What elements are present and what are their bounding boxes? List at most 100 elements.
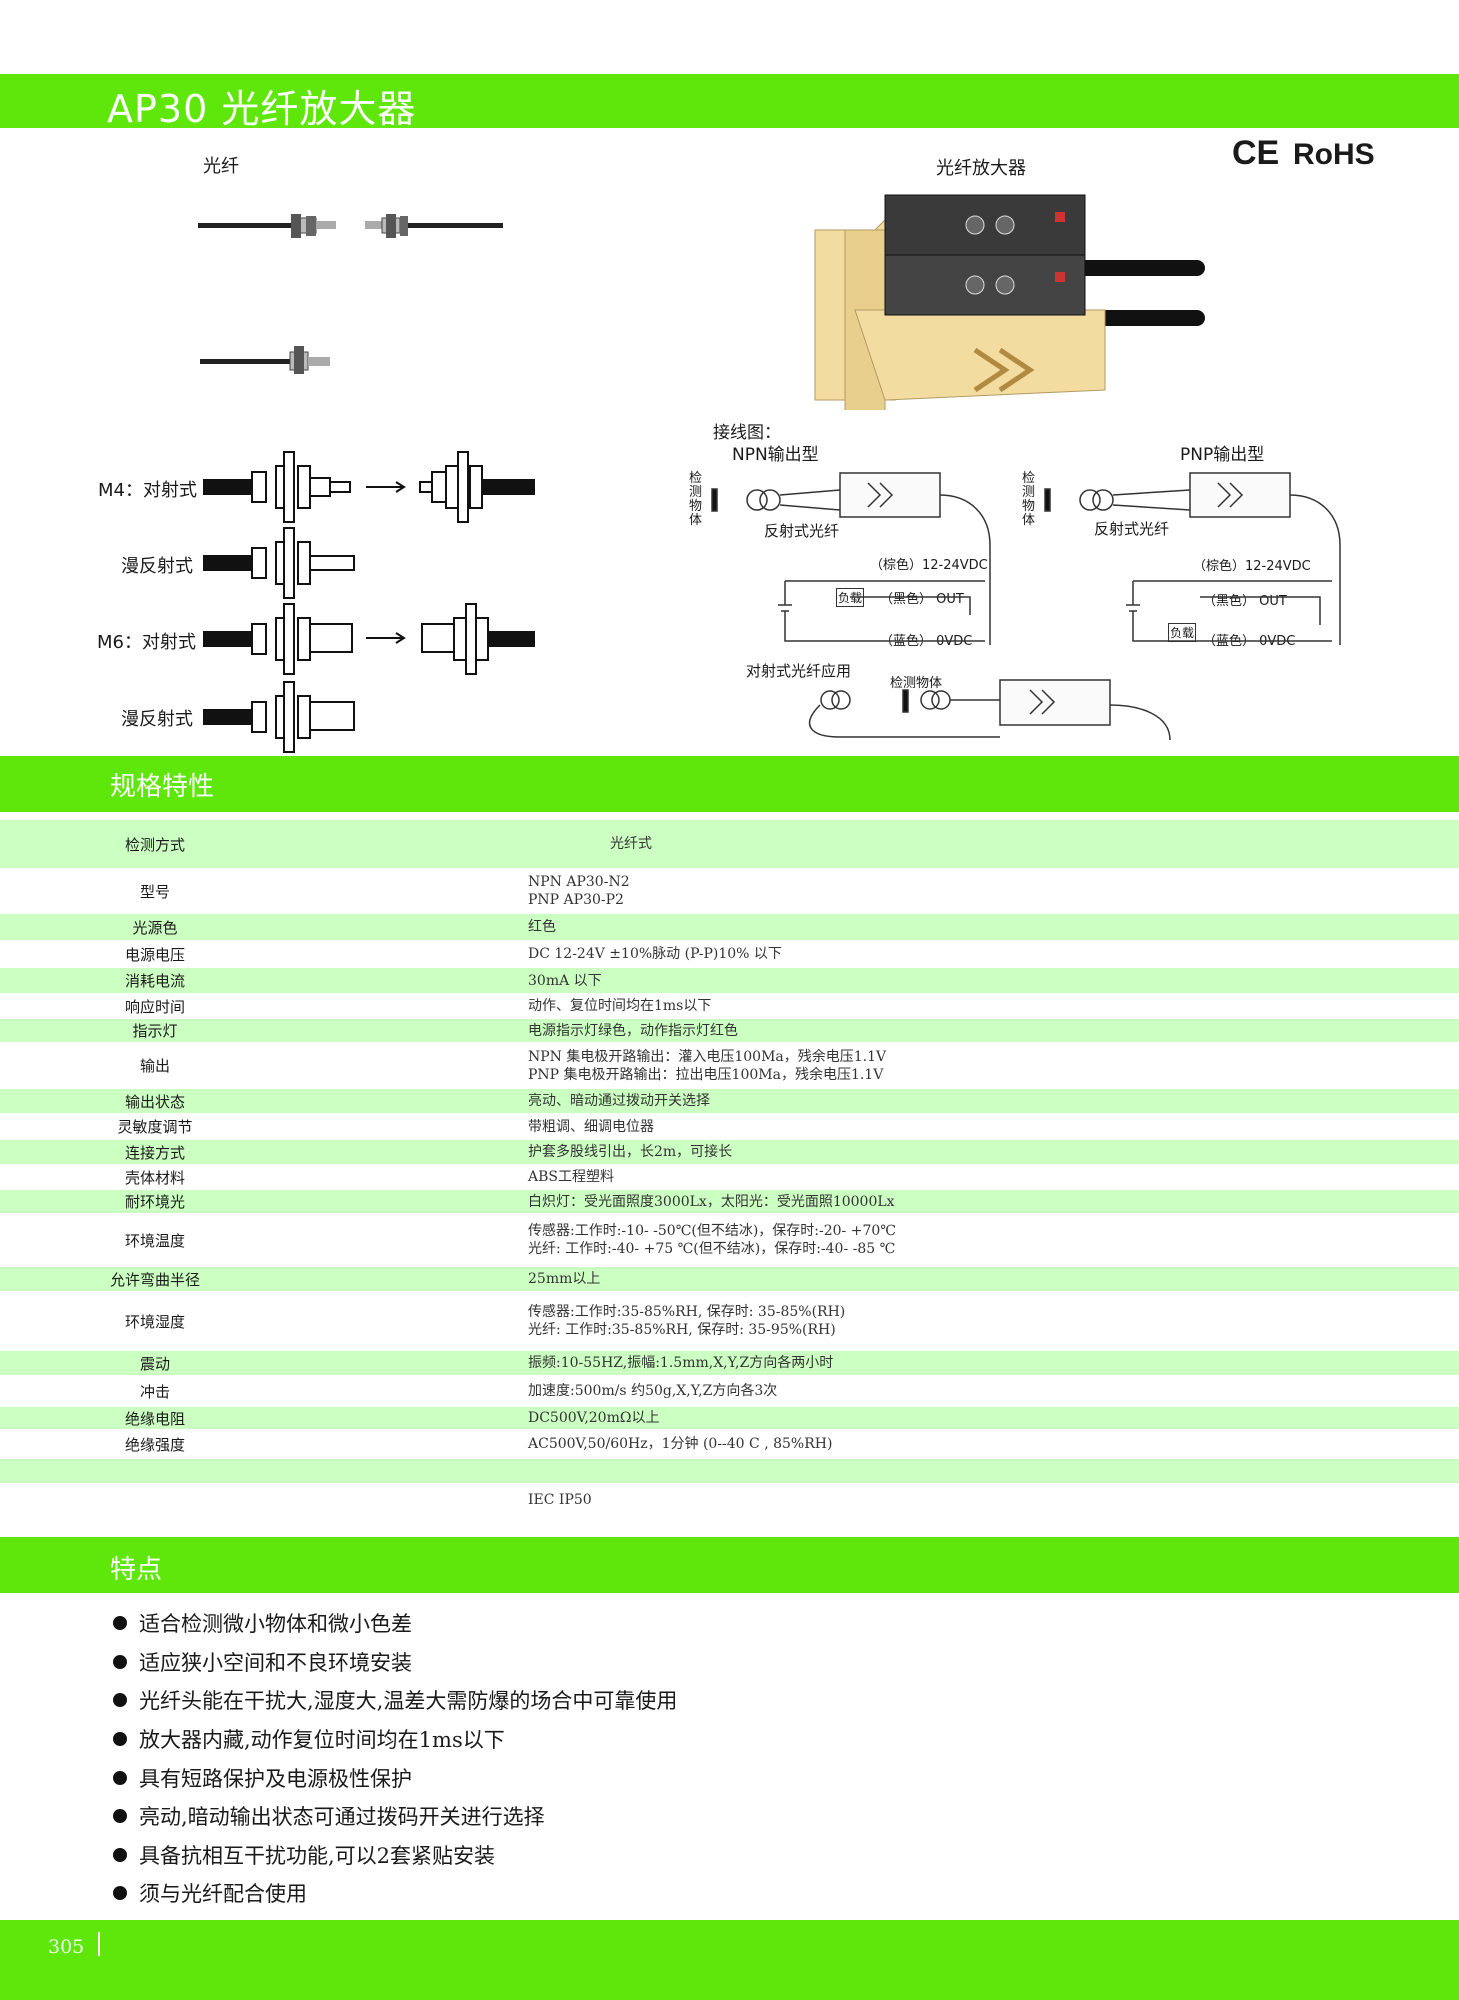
spec-row: 环境湿度 传感器:工作时:35-85%RH, 保存时: 35-85%(RH)光纤:… (0, 1291, 1459, 1351)
amplifier-illustration (814, 194, 1205, 410)
wiring-diagram (711, 472, 1341, 741)
spec-key: 指示灯 (0, 1019, 310, 1042)
bullet-icon (113, 1654, 127, 1669)
feature-text: 具有短路保护及电源极性保护 (139, 1766, 412, 1791)
spec-key-text: 输出 (139, 1057, 170, 1075)
spec-row: 耐环境光白炽灯：受光面照度3000Lx，太阳光：受光面照10000Lx (0, 1190, 1459, 1213)
spec-value-line: 传感器:工作时:35-85%RH, 保存时: 35-85%(RH) (528, 1304, 846, 1320)
spec-key: 输出 (0, 1042, 310, 1089)
spec-key-text: 壳体材料 (124, 1168, 185, 1187)
spec-value: 白炽灯：受光面照度3000Lx，太阳光：受光面照10000Lx (310, 1190, 1459, 1213)
spec-value-line: NPN 集电极开路输出：灌入电压100Ma，残余电压1.1V (528, 1048, 887, 1065)
spec-row: 连接方式 护套多股线引出，长2m，可接长 (0, 1140, 1459, 1164)
pnp-brown-wire: （棕色）12-24VDC (1193, 559, 1311, 574)
fiber-type-m4-through: M4：对射式 (98, 480, 197, 501)
spec-value: 25mm以上 (310, 1267, 1459, 1291)
spec-key-text: 绝缘强度 (124, 1435, 185, 1454)
fiber-types-illustration (203, 451, 535, 753)
spec-key-text: 冲击 (139, 1382, 170, 1401)
spec-value: 光纤式 (310, 820, 1459, 868)
spec-key: 连接方式 (0, 1140, 310, 1164)
spec-value: 红色 (310, 914, 1459, 940)
feature-text: 适合检测微小物体和微小色差 (139, 1612, 412, 1637)
title-band: AP30 光纤放大器 (0, 74, 1459, 131)
feature-item: 具有短路保护及电源极性保护 (113, 1758, 677, 1797)
spec-key: 绝缘强度 (0, 1429, 310, 1459)
spec-key-text: 电源电压 (124, 945, 185, 964)
spec-key: 输出状态 (0, 1089, 310, 1113)
spec-key: 绝缘电阻 (0, 1407, 310, 1429)
spec-key-text: 指示灯 (132, 1022, 178, 1040)
footer-band: 305 (0, 1920, 1459, 2000)
spec-row: 光源色红色 (0, 914, 1459, 940)
spec-row: 输出状态 亮动、暗动通过拨动开关选择 (0, 1089, 1459, 1113)
spec-row: 震动振频:10-55HZ,振幅:1.5mm,X,Y,Z方向各两小时 (0, 1351, 1459, 1375)
spec-key-text: 允许弯曲半径 (109, 1270, 200, 1289)
spec-value-line: 振频:10-55HZ,振幅:1.5mm,X,Y,Z方向各两小时 (528, 1355, 834, 1371)
spec-value: 30mA 以下 (310, 968, 1459, 993)
spec-row (0, 1459, 1459, 1483)
spec-value: 传感器:工作时:35-85%RH, 保存时: 35-85%(RH)光纤: 工作时… (310, 1291, 1459, 1351)
spec-value: 电源指示灯绿色，动作指示灯红色 (310, 1019, 1459, 1042)
spec-value-line: 光纤: 工作时:-40- +75 ℃(但不结冰)，保存时:-40- -85 ℃ (528, 1241, 896, 1257)
spec-row: 响应时间 动作、复位时间均在1ms以下 (0, 993, 1459, 1019)
feature-text: 放大器内藏,动作复位时间均在1ms以下 (139, 1728, 505, 1753)
spec-value-line: 加速度:500m/s 约50g,X,Y,Z方向各3次 (528, 1383, 778, 1399)
spec-value: 护套多股线引出，长2m，可接长 (310, 1140, 1459, 1164)
bullet-icon (113, 1616, 127, 1631)
spec-value-line: 白炽灯：受光面照度3000Lx，太阳光：受光面照10000Lx (528, 1193, 895, 1210)
spec-value: AC500V,50/60Hz，1分钟 (0--40 C , 85%RH) (310, 1429, 1459, 1459)
spec-value-line: IEC IP50 (528, 1492, 592, 1508)
feature-item: 亮动,暗动输出状态可通过拨码开关进行选择 (113, 1797, 677, 1836)
spec-key-text: 环境温度 (124, 1231, 185, 1250)
amplifier-label: 光纤放大器 (936, 158, 1026, 179)
feature-list: 适合检测微小物体和微小色差适应狭小空间和不良环境安装光纤头能在干扰大,湿度大,温… (113, 1604, 677, 1913)
spec-value: 动作、复位时间均在1ms以下 (310, 993, 1459, 1019)
spec-key: 允许弯曲半径 (0, 1267, 310, 1291)
spec-key (0, 1459, 310, 1483)
feature-text: 须与光纤配合使用 (139, 1882, 307, 1907)
spec-value-line: 带粗调、细调电位器 (528, 1118, 654, 1135)
spec-key: 壳体材料 (0, 1164, 310, 1190)
feature-item: 适合检测微小物体和微小色差 (113, 1604, 677, 1643)
feature-text: 适应狭小空间和不良环境安装 (139, 1650, 412, 1675)
spec-key-text: 灵敏度调节 (117, 1118, 193, 1136)
feature-section-title: 特点 (110, 1555, 163, 1585)
footer-divider (98, 1932, 100, 1956)
npn-title: NPN输出型 (732, 445, 819, 465)
feature-item: 光纤头能在干扰大,湿度大,温差大需防爆的场合中可靠使用 (113, 1681, 677, 1720)
feature-section-band: 特点 (0, 1537, 1459, 1593)
spec-value-line: 亮动、暗动通过拨动开关选择 (528, 1093, 710, 1109)
spec-key (0, 1483, 310, 1517)
npn-brown-wire: （棕色）12-24VDC (870, 558, 988, 573)
bullet-icon (113, 1693, 127, 1708)
feature-item: 须与光纤配合使用 (113, 1874, 677, 1913)
page-title: AP30 光纤放大器 (107, 87, 417, 131)
spec-value-line: NPN AP30-N2 (528, 874, 630, 890)
spec-value-line: 光纤式 (610, 836, 652, 852)
spec-value: IEC IP50 (310, 1483, 1459, 1517)
spec-key-text: 检测方式 (124, 835, 185, 854)
spec-key-text: 环境湿度 (124, 1312, 185, 1331)
spec-value-line: 护套多股线引出，长2m，可接长 (528, 1144, 733, 1160)
wiring-title: 接线图： (713, 423, 781, 443)
spec-key-text: 连接方式 (124, 1143, 185, 1162)
through-beam-detect-object: 检测物体 (890, 676, 943, 691)
spec-key-text: 响应时间 (124, 997, 185, 1016)
fiber-type-m4-diffuse: 漫反射式 (121, 556, 193, 577)
spec-key-text: 输出状态 (124, 1092, 185, 1111)
feature-text: 光纤头能在干扰大,湿度大,温差大需防爆的场合中可靠使用 (139, 1689, 678, 1714)
spec-key: 型号 (0, 868, 310, 914)
spec-key: 检测方式 (0, 820, 310, 868)
fiber-cable-1 (198, 214, 336, 238)
spec-key: 消耗电流 (0, 968, 310, 993)
npn-black-wire: （黑色） OUT (880, 592, 964, 607)
